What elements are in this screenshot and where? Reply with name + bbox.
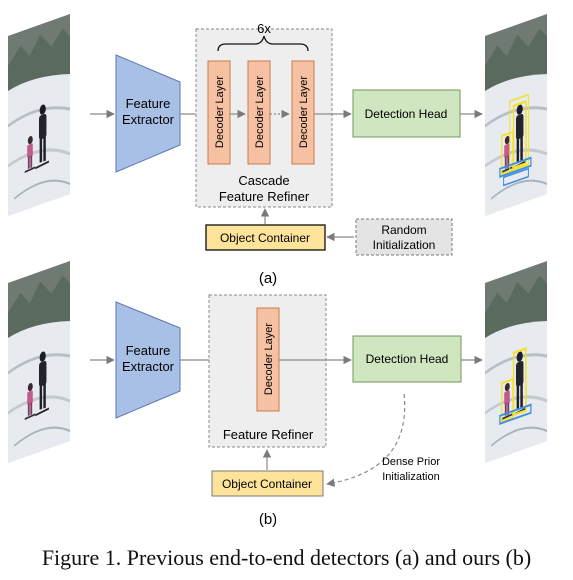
decoder-layer-b: Decoder Layer bbox=[256, 307, 280, 412]
figure-caption: Figure 1. Previous end-to-end detectors … bbox=[41, 545, 532, 570]
feature-extractor-label-a-line1: Feature bbox=[126, 96, 171, 111]
decoder-layer-label: Decoder Layer bbox=[254, 76, 266, 148]
panel-a: Feature Extractor 6x Decoder Layer Decod… bbox=[6, 12, 549, 287]
random-initialization: Random Initialization bbox=[355, 218, 453, 256]
repeat-brace bbox=[217, 35, 309, 52]
decoder-layer-a1: Decoder Layer bbox=[207, 60, 231, 165]
detection-head-a: Detection Head bbox=[352, 89, 461, 138]
panel-label-a: (a) bbox=[259, 270, 277, 287]
panel-label-b: (b) bbox=[259, 511, 277, 528]
decoder-layer-a3: Decoder Layer bbox=[291, 60, 315, 165]
refiner-label-a-line1: Cascade bbox=[238, 173, 289, 188]
dense-prior-label-line2: Initialization bbox=[382, 471, 439, 483]
feature-extractor-a: Feature Extractor bbox=[115, 54, 181, 173]
cascade-feature-refiner: 6x Decoder Layer Decoder Layer Decoder L… bbox=[195, 21, 333, 208]
random-init-label-line2: Initialization bbox=[373, 238, 436, 252]
input-image-a bbox=[6, 12, 72, 218]
detection-head-b: Detection Head bbox=[352, 335, 462, 383]
dense-prior-label-line1: Dense Prior bbox=[382, 456, 440, 468]
output-image-a bbox=[483, 12, 549, 218]
panel-b: Feature Extractor Decoder Layer Feature … bbox=[6, 259, 549, 528]
repeat-label: 6x bbox=[257, 21, 271, 36]
decoder-layer-label: Decoder Layer bbox=[214, 76, 226, 148]
feature-extractor-label-a-line2: Extractor bbox=[122, 112, 175, 127]
object-container-label-a: Object Container bbox=[220, 231, 310, 245]
detection-head-label-a: Detection Head bbox=[365, 107, 448, 121]
feature-extractor-b: Feature Extractor bbox=[115, 301, 181, 419]
dense-prior-arrow bbox=[326, 393, 406, 487]
random-init-label-line1: Random bbox=[381, 223, 426, 237]
decoder-layer-label-b: Decoder Layer bbox=[263, 323, 275, 395]
refiner-label-a-line2: Feature Refiner bbox=[219, 189, 310, 204]
object-container-label-b: Object Container bbox=[222, 477, 312, 491]
detection-head-label-b: Detection Head bbox=[366, 352, 449, 366]
feature-extractor-label-b-line1: Feature bbox=[126, 343, 171, 358]
object-container-b: Object Container bbox=[211, 470, 324, 497]
feature-refiner-b: Decoder Layer Feature Refiner bbox=[208, 294, 327, 448]
object-container-a: Object Container bbox=[205, 224, 326, 251]
feature-extractor-label-b-line2: Extractor bbox=[122, 359, 175, 374]
decoder-layer-label: Decoder Layer bbox=[298, 76, 310, 148]
output-image-b bbox=[483, 259, 549, 465]
refiner-label-b: Feature Refiner bbox=[223, 427, 314, 442]
decoder-layer-a2: Decoder Layer bbox=[247, 60, 271, 165]
input-image-b bbox=[6, 259, 72, 465]
architecture-diagram: Feature Extractor 6x Decoder Layer Decod… bbox=[6, 12, 549, 528]
